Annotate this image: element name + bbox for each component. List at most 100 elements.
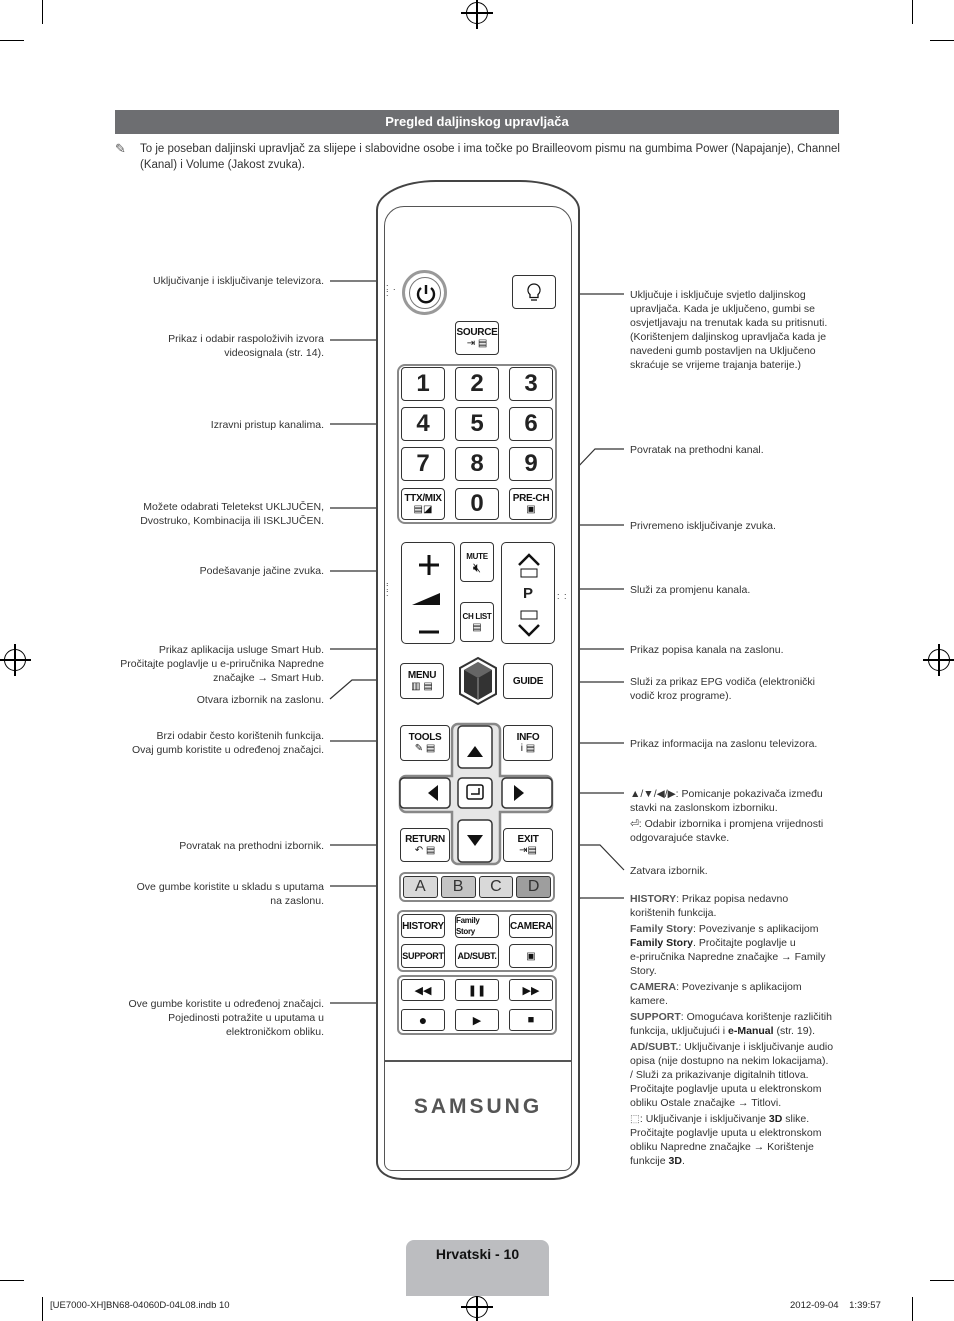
color-a-button[interactable]: A (403, 876, 438, 898)
prech-label: PRE-CH (512, 493, 550, 504)
ad-subt-button[interactable]: AD/SUBT. (455, 944, 499, 968)
return-button[interactable]: RETURN ↶ ▤ (400, 828, 450, 862)
info-button[interactable]: INFO i ▤ (503, 725, 553, 761)
channel-rocker[interactable]: P (501, 542, 555, 644)
braille-dots-icon: : .: (386, 282, 397, 298)
registration-mark-icon (461, 0, 493, 29)
support-button[interactable]: SUPPORT (401, 944, 445, 968)
digit-6-button[interactable]: 6 (509, 407, 553, 441)
crop-mark (912, 1297, 913, 1321)
digit-9-button[interactable]: 9 (509, 447, 553, 481)
source-button[interactable]: SOURCE ⇥ ▤ (455, 321, 499, 355)
label-power: Uključivanje i isključivanje televizora. (153, 275, 324, 287)
remote-face (384, 206, 572, 1171)
channel-icons (518, 553, 540, 637)
source-icon: ⇥ ▤ (466, 338, 488, 349)
function-buttons (397, 910, 557, 972)
volume-icons (412, 555, 440, 634)
crop-mark (0, 40, 24, 41)
label-media-buttons: Ove gumbe koristite u određenoj značajci… (128, 998, 324, 1038)
power-button[interactable] (402, 270, 447, 315)
color-buttons: A B C D (399, 872, 555, 902)
adsubt-label: AD/SUBT. (457, 950, 497, 961)
menu-button[interactable]: MENU ▥ ▤ (400, 663, 444, 699)
mute-icon: 🔇︎ (472, 560, 482, 575)
color-d-button[interactable]: D (516, 876, 551, 898)
prech-icon: ▣ (526, 504, 536, 515)
pencil-icon: ✎ (115, 141, 126, 156)
chlist-label: CH LIST (462, 612, 492, 621)
crop-mark (930, 40, 954, 41)
digit-8-button[interactable]: 8 (455, 447, 499, 481)
family-story-button[interactable]: Family Story (455, 914, 499, 938)
light-button[interactable] (512, 275, 556, 309)
guide-label: GUIDE (512, 675, 544, 687)
source-label: SOURCE (456, 327, 498, 338)
imprint-file: [UE7000-XH]BN68-04060D-04L08.indb 10 (50, 1300, 230, 1311)
label-menu: Otvara izbornik na zaslonu. (196, 694, 324, 706)
play-button[interactable]: ▶ (455, 1009, 499, 1031)
down-button[interactable] (458, 820, 492, 862)
digit-1-button[interactable]: 1 (401, 367, 445, 401)
label-volume: Podešavanje jačine zvuka. (199, 565, 324, 577)
tools-button[interactable]: TOOLS ✎ ▤ (400, 725, 450, 761)
color-c-button[interactable]: C (478, 876, 514, 898)
mute-label: MUTE (466, 552, 488, 561)
history-button[interactable]: HISTORY (401, 914, 445, 938)
label-mute: Privremeno isključivanje zvuka. (630, 520, 776, 532)
ch-list-button[interactable]: CH LIST ▤ (460, 602, 494, 642)
return-label: RETURN (405, 834, 445, 845)
rewind-button[interactable]: ◀◀ (401, 979, 445, 1001)
list-icon: ▤ (472, 622, 482, 633)
label-channels: Izravni pristup kanalima. (210, 419, 324, 431)
navigation-pad (398, 722, 554, 866)
guide-button[interactable]: GUIDE (503, 663, 553, 699)
pause-icon: ❚❚ (467, 984, 487, 997)
up-button[interactable] (458, 726, 492, 768)
volume-rocker[interactable] (401, 542, 455, 644)
channel-p-label: P (523, 585, 534, 602)
ttx-label: TTX/MIX (404, 493, 442, 504)
stop-icon: ■ (527, 1014, 535, 1026)
3d-icon: ⬚ (630, 1113, 640, 1125)
mute-button[interactable]: MUTE 🔇︎ (460, 542, 494, 582)
exit-button[interactable]: EXIT ⇥▤ (503, 828, 553, 862)
record-icon: ● (418, 1012, 428, 1028)
digit-5-button[interactable]: 5 (455, 407, 499, 441)
label-exit: Zatvara izbornik. (630, 865, 708, 877)
info-label: INFO (516, 732, 540, 743)
enter-button[interactable] (458, 778, 492, 808)
teletext-icon: ▤◪ (413, 504, 433, 515)
samsung-logo: SAMSUNG (413, 1095, 543, 1118)
digit-3-button[interactable]: 3 (509, 367, 553, 401)
digit-0-button[interactable]: 0 (455, 488, 499, 520)
number-pad (397, 364, 557, 524)
power-icon (416, 284, 435, 303)
digit-7-button[interactable]: 7 (401, 447, 445, 481)
3d-icon: ▣ (526, 950, 536, 962)
digit-2-button[interactable]: 2 (455, 367, 499, 401)
ttx-mix-button[interactable]: TTX/MIX ▤◪ (401, 488, 445, 520)
pre-ch-button[interactable]: PRE-CH ▣ (509, 488, 553, 520)
crop-mark (42, 0, 43, 24)
right-button[interactable] (502, 778, 552, 808)
label-chlist: Prikaz popisa kanala na zaslonu. (630, 644, 784, 656)
braille-dots-icon: .:: (386, 576, 390, 598)
record-button[interactable]: ● (401, 1009, 445, 1031)
camera-button[interactable]: CAMERA (509, 914, 553, 938)
digit-4-button[interactable]: 4 (401, 407, 445, 441)
3d-button[interactable]: ▣ (509, 944, 553, 968)
stop-button[interactable]: ■ (509, 1009, 553, 1031)
rewind-icon: ◀◀ (414, 984, 432, 997)
light-bulb-icon (527, 283, 541, 301)
color-b-button[interactable]: B (440, 876, 476, 898)
fast-forward-button[interactable]: ▶▶ (509, 979, 553, 1001)
crop-mark (42, 1297, 43, 1321)
crop-mark (912, 0, 913, 24)
smart-hub-button[interactable] (457, 656, 499, 706)
pause-button[interactable]: ❚❚ (455, 979, 499, 1001)
label-ttx: Možete odabrati Teletekst UKLJUČEN,Dvost… (140, 501, 324, 527)
menu-label: MENU (407, 670, 437, 681)
left-button[interactable] (400, 778, 450, 808)
